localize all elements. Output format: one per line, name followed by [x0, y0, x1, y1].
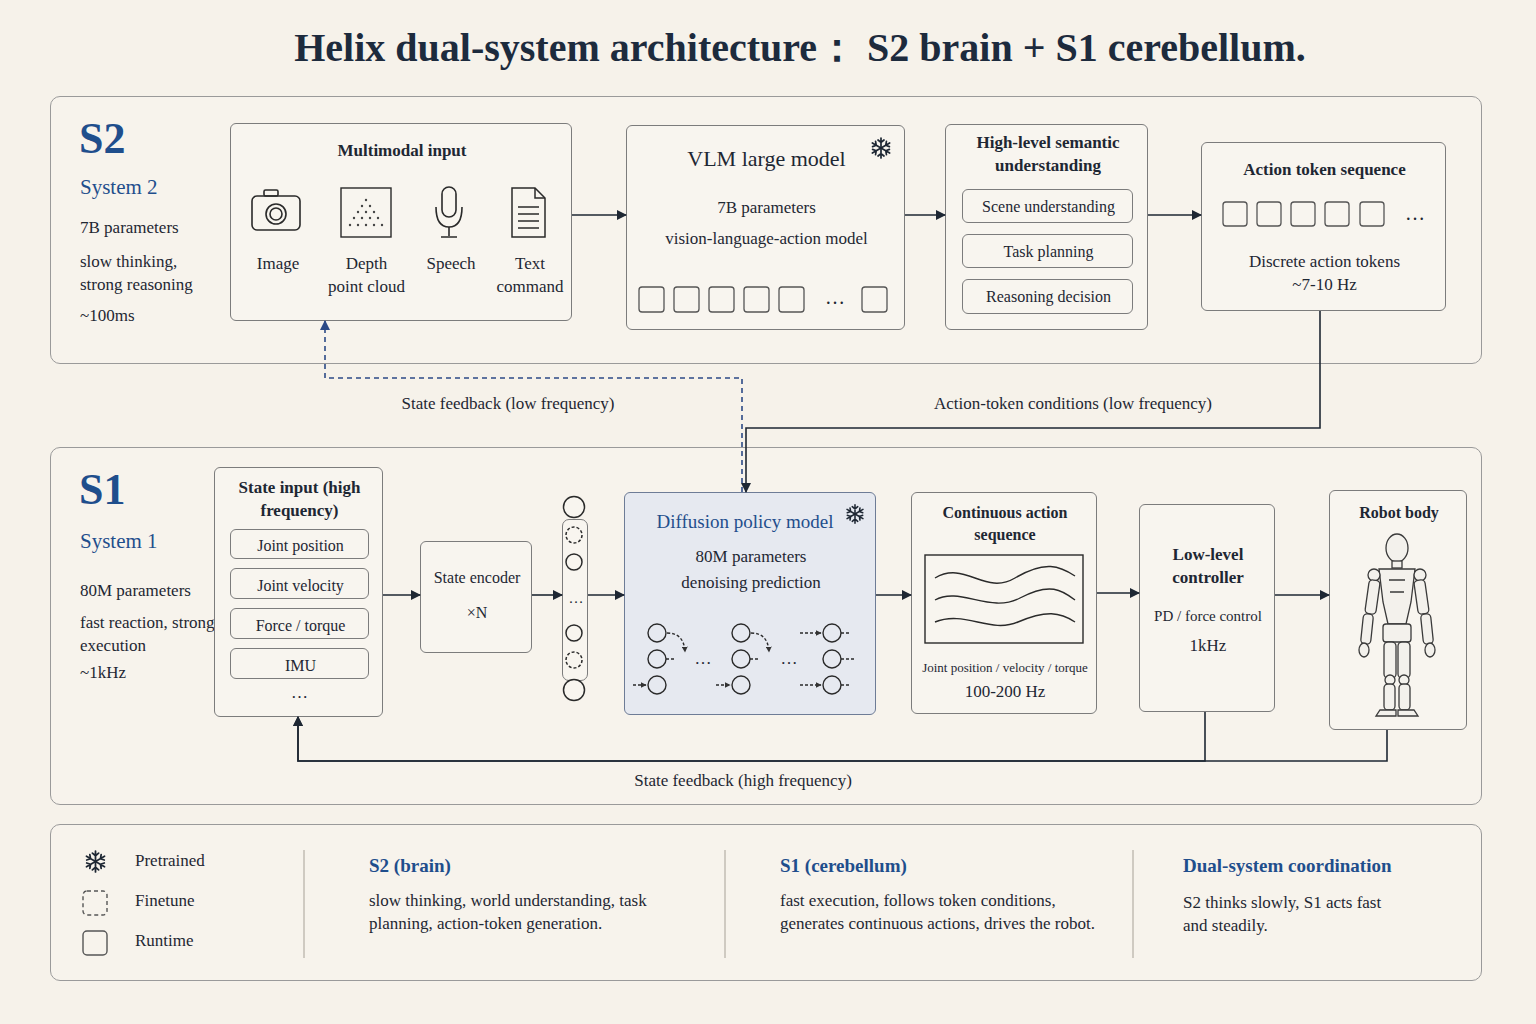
node-text: Reasoning decision: [963, 286, 1134, 308]
node-text: Low-level controller: [1140, 544, 1276, 590]
node-text: Joint position / velocity / torque: [912, 659, 1098, 677]
node-text: 7B parameters: [80, 217, 220, 240]
robot-box: Robot body: [1329, 490, 1467, 730]
node-text: Dual-system coordination: [1183, 853, 1443, 879]
item-box: Task planning: [962, 234, 1133, 268]
node-text: slow thinking, world understanding, task…: [369, 890, 671, 936]
legend-band: S2 (brain) slow thinking, world understan…: [50, 824, 1482, 981]
item-box: Joint position: [230, 529, 369, 559]
node-text: …: [815, 284, 855, 311]
node-text: ~100ms: [80, 305, 220, 328]
legend-text: Runtime: [135, 931, 194, 951]
node-text: Image: [248, 253, 308, 276]
node-text: 7B parameters: [627, 197, 906, 220]
node-text: S2 thinks slowly, S1 acts fast and stead…: [1183, 892, 1393, 938]
group-box: High-level semantic understandingScene u…: [945, 124, 1148, 330]
node-text: Scene understanding: [963, 196, 1134, 218]
diagram-title: Helix dual-system architecture： S2 brain…: [168, 20, 1432, 75]
input-box: Multimodal inputImage Depth point cloud Sp…: [230, 123, 572, 321]
edge-label: State feedback (high frequency): [600, 770, 886, 792]
node-text: System 1: [80, 527, 220, 555]
node-text: S1: [79, 466, 169, 514]
node-text: vision-language-action model: [627, 228, 906, 251]
token-box: Action token sequence … Discrete action to…: [1201, 142, 1446, 311]
node-text: Diffusion policy model: [625, 509, 865, 535]
node-text: denoising prediction: [625, 572, 877, 595]
node-text: Joint velocity: [231, 575, 370, 597]
node-text: Speech: [421, 253, 481, 276]
legend-text: Pretrained: [135, 851, 205, 871]
node-text: Depth point cloud: [327, 253, 406, 299]
node-text: ~1kHz: [80, 662, 220, 685]
node-text: System 2: [80, 173, 220, 201]
encoder-box: State encoder ×N: [420, 541, 532, 653]
node-text: fast reaction, strong execution: [80, 612, 220, 658]
controller-box: Low-level controller PD / force control 1k…: [1139, 504, 1275, 712]
node-text: Continuous action sequence: [912, 502, 1098, 545]
edge-label: State feedback (low frequency): [368, 393, 648, 415]
model-box: VLM large model 7B parameters vision-langu…: [626, 125, 905, 330]
output-box: Continuous action sequenceJoint position…: [911, 492, 1097, 714]
token-column: …: [562, 519, 588, 681]
node-text: fast execution, follows token conditions…: [780, 890, 1100, 936]
item-box: Scene understanding: [962, 189, 1133, 223]
node-text: ×N: [421, 602, 533, 624]
node-text: Text command: [490, 253, 570, 299]
node-text: …: [688, 648, 718, 671]
node-text: slow thinking, strong reasoning: [80, 251, 220, 297]
edge-label: Action-token conditions (low frequency): [928, 393, 1218, 415]
node-text: S1 (cerebellum): [780, 853, 1080, 879]
node-text: Multimodal input: [231, 140, 573, 163]
node-text: Robot body: [1330, 502, 1468, 524]
node-text: 80M parameters: [625, 546, 877, 569]
node-text: S2: [79, 115, 169, 163]
node-text: Discrete action tokens ~7-10 Hz: [1237, 251, 1412, 297]
node-text: …: [215, 682, 384, 705]
node-text: S2 (brain): [369, 853, 669, 879]
node-text: …: [563, 588, 589, 608]
input-box: State input (high frequency) … Joint posit…: [214, 467, 383, 717]
node-text: IMU: [231, 655, 370, 677]
node-text: 100-200 Hz: [912, 681, 1098, 704]
node-text: 80M parameters: [80, 580, 220, 603]
system-band: S1System 1 80M parameters fast reaction, s…: [50, 447, 1482, 805]
node-text: Joint position: [231, 535, 370, 557]
item-box: Force / torque: [230, 608, 369, 639]
node-text: State input (high frequency): [215, 477, 384, 523]
item-box: Reasoning decision: [962, 279, 1133, 314]
node-text: …: [1395, 200, 1435, 227]
node-text: …: [774, 648, 804, 671]
node-text: State encoder: [421, 567, 533, 589]
item-box: IMU: [230, 648, 369, 679]
model-box: Diffusion policy model 80M parameters deno…: [624, 492, 876, 715]
node-text: High-level semantic understanding: [954, 132, 1142, 178]
legend-text: Finetune: [135, 891, 195, 911]
node-text: 1kHz: [1140, 635, 1276, 658]
node-text: Force / torque: [231, 615, 370, 637]
item-box: Joint velocity: [230, 568, 369, 599]
node-text: VLM large model: [627, 144, 906, 174]
system-band: S2System 2 7B parameters slow thinking, st…: [50, 96, 1482, 364]
node-text: Action token sequence: [1202, 159, 1447, 182]
node-text: PD / force control: [1140, 606, 1276, 626]
node-text: Task planning: [963, 241, 1134, 263]
